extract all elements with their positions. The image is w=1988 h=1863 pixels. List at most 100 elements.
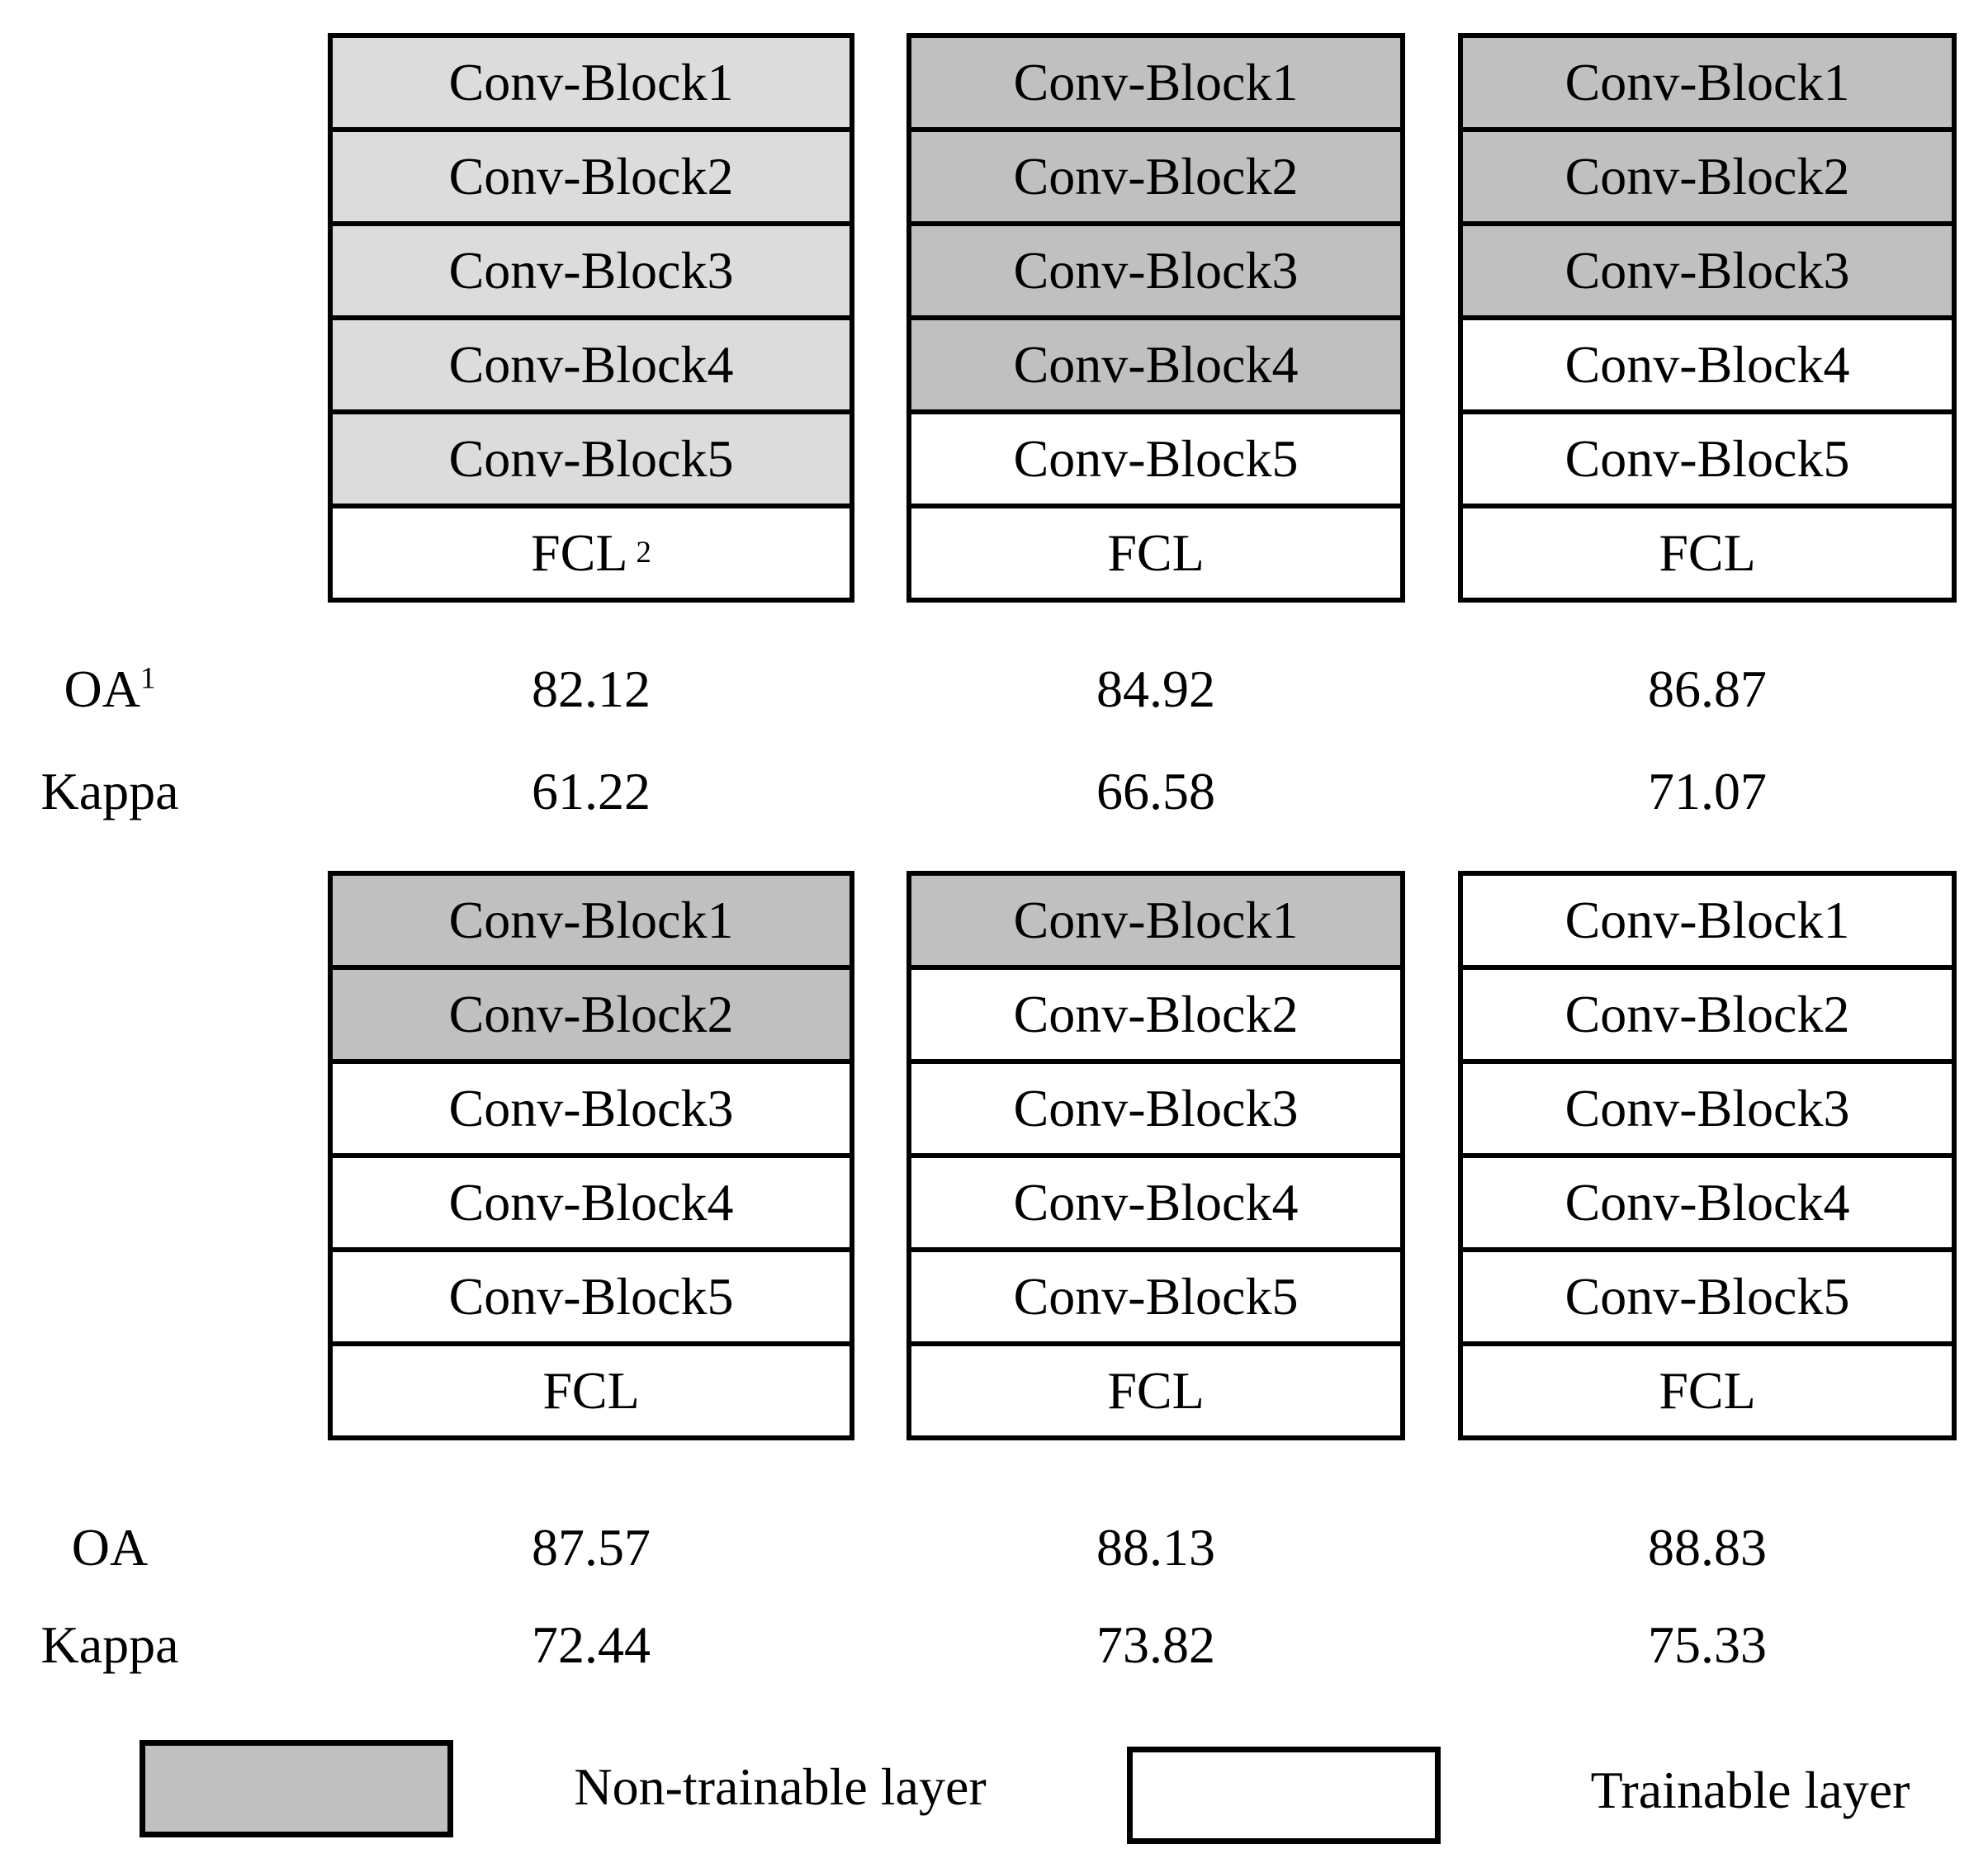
conv-block1-cell: Conv-Block1 <box>1458 871 1957 970</box>
conv-block5-cell: Conv-Block5 <box>1458 409 1957 508</box>
conv-block1-cell: Conv-Block1 <box>906 871 1405 970</box>
conv-block2-label: Conv-Block2 <box>448 985 734 1043</box>
conv-block3-label: Conv-Block3 <box>1013 241 1299 300</box>
oa-footnote-marker: 1 <box>140 661 156 696</box>
conv-block1-cell: Conv-Block1 <box>328 33 854 132</box>
stack-row1-col1: Conv-Block1 Conv-Block2 Conv-Block3 Conv… <box>328 33 854 603</box>
trainable-legend-label: Trainable layer <box>1590 1761 1910 1819</box>
stack-row2-col3: Conv-Block1 Conv-Block2 Conv-Block3 Conv… <box>1458 871 1957 1440</box>
conv-block3-label: Conv-Block3 <box>1013 1079 1299 1137</box>
conv-block4-cell: Conv-Block4 <box>328 315 854 414</box>
conv-block5-label: Conv-Block5 <box>1013 429 1299 488</box>
conv-block4-cell: Conv-Block4 <box>1458 1153 1957 1252</box>
oa-value: 86.87 <box>1648 660 1767 718</box>
fcl-cell: FCL <box>1458 504 1957 603</box>
conv-block3-cell: Conv-Block3 <box>328 1059 854 1158</box>
conv-block4-label: Conv-Block4 <box>448 335 734 394</box>
conv-block5-label: Conv-Block5 <box>1564 1267 1850 1326</box>
conv-block3-cell: Conv-Block3 <box>1458 221 1957 320</box>
conv-block4-label: Conv-Block4 <box>1013 335 1299 394</box>
conv-block5-cell: Conv-Block5 <box>906 1247 1405 1346</box>
conv-block4-cell: Conv-Block4 <box>328 1153 854 1252</box>
conv-block2-cell: Conv-Block2 <box>906 127 1405 226</box>
conv-block2-label: Conv-Block2 <box>1564 147 1850 206</box>
fcl-label: FCL <box>1659 523 1756 582</box>
conv-block5-label: Conv-Block5 <box>448 1267 734 1326</box>
conv-block3-label: Conv-Block3 <box>1564 1079 1850 1137</box>
conv-block3-label: Conv-Block3 <box>448 1079 734 1137</box>
conv-block3-label: Conv-Block3 <box>448 241 734 300</box>
conv-block5-label: Conv-Block5 <box>1564 429 1850 488</box>
stack-row2-col2: Conv-Block1 Conv-Block2 Conv-Block3 Conv… <box>906 871 1405 1440</box>
oa-label-text: OA <box>64 660 140 718</box>
conv-block1-label: Conv-Block1 <box>1013 53 1299 111</box>
conv-block5-cell: Conv-Block5 <box>328 409 854 508</box>
kappa-value: 75.33 <box>1648 1615 1767 1674</box>
conv-block3-cell: Conv-Block3 <box>328 221 854 320</box>
stack-row1-col3: Conv-Block1 Conv-Block2 Conv-Block3 Conv… <box>1458 33 1957 603</box>
kappa-value: 71.07 <box>1648 762 1767 820</box>
fcl-label: FCL <box>531 523 628 582</box>
conv-block2-label: Conv-Block2 <box>1013 985 1299 1043</box>
conv-block1-label: Conv-Block1 <box>1013 891 1299 949</box>
conv-block3-cell: Conv-Block3 <box>906 221 1405 320</box>
kappa-value: 66.58 <box>1096 762 1215 820</box>
stack-row2-col1: Conv-Block1 Conv-Block2 Conv-Block3 Conv… <box>328 871 854 1440</box>
fcl-label: FCL <box>1659 1361 1756 1420</box>
conv-block2-cell: Conv-Block2 <box>328 127 854 226</box>
stack-row1-col2: Conv-Block1 Conv-Block2 Conv-Block3 Conv… <box>906 33 1405 603</box>
conv-block1-cell: Conv-Block1 <box>328 871 854 970</box>
conv-block2-label: Conv-Block2 <box>448 147 734 206</box>
conv-block1-label: Conv-Block1 <box>448 53 734 111</box>
conv-block1-cell: Conv-Block1 <box>1458 33 1957 132</box>
oa-value: 88.83 <box>1648 1518 1767 1577</box>
conv-block1-label: Conv-Block1 <box>1564 891 1850 949</box>
oa-value: 84.92 <box>1096 660 1215 718</box>
fcl-label: FCL <box>1107 1361 1205 1420</box>
fcl-cell: FCL <box>906 504 1405 603</box>
conv-block1-label: Conv-Block1 <box>448 891 734 949</box>
conv-block4-cell: Conv-Block4 <box>906 1153 1405 1252</box>
conv-block1-cell: Conv-Block1 <box>906 33 1405 132</box>
conv-block2-cell: Conv-Block2 <box>1458 965 1957 1064</box>
conv-block1-label: Conv-Block1 <box>1564 53 1850 111</box>
conv-block2-label: Conv-Block2 <box>1564 985 1850 1043</box>
kappa-row-label: Kappa <box>40 1615 179 1674</box>
fcl-cell: FCL <box>328 1341 854 1440</box>
kappa-value: 72.44 <box>532 1615 651 1674</box>
trainable-swatch <box>1127 1747 1441 1844</box>
fcl-cell: FCL <box>1458 1341 1957 1440</box>
oa-value: 87.57 <box>532 1518 651 1577</box>
conv-block3-cell: Conv-Block3 <box>906 1059 1405 1158</box>
conv-block5-label: Conv-Block5 <box>1013 1267 1299 1326</box>
fcl-cell: FCL <box>906 1341 1405 1440</box>
kappa-row-label: Kappa <box>40 762 179 820</box>
fcl-label: FCL <box>1107 523 1205 582</box>
conv-block4-cell: Conv-Block4 <box>906 315 1405 414</box>
fcl-label: FCL <box>542 1361 640 1420</box>
conv-block5-cell: Conv-Block5 <box>328 1247 854 1346</box>
conv-block4-label: Conv-Block4 <box>1013 1173 1299 1232</box>
oa-row-label: OA1 <box>7 659 213 720</box>
conv-block4-label: Conv-Block4 <box>1564 335 1850 394</box>
kappa-value: 61.22 <box>532 762 651 820</box>
conv-block2-cell: Conv-Block2 <box>328 965 854 1064</box>
kappa-value: 73.82 <box>1096 1615 1215 1674</box>
non-trainable-swatch <box>140 1740 453 1837</box>
conv-block3-cell: Conv-Block3 <box>1458 1059 1957 1158</box>
oa-value: 88.13 <box>1096 1518 1215 1577</box>
conv-block2-cell: Conv-Block2 <box>906 965 1405 1064</box>
conv-block3-label: Conv-Block3 <box>1564 241 1850 300</box>
oa-value: 82.12 <box>532 660 651 718</box>
non-trainable-legend-label: Non-trainable layer <box>574 1757 987 1816</box>
conv-block4-label: Conv-Block4 <box>448 1173 734 1232</box>
oa-row-label: OA <box>71 1518 149 1577</box>
conv-block5-cell: Conv-Block5 <box>1458 1247 1957 1346</box>
conv-block4-cell: Conv-Block4 <box>1458 315 1957 414</box>
conv-block4-label: Conv-Block4 <box>1564 1173 1850 1232</box>
conv-block2-cell: Conv-Block2 <box>1458 127 1957 226</box>
conv-block5-label: Conv-Block5 <box>448 429 734 488</box>
conv-block5-cell: Conv-Block5 <box>906 409 1405 508</box>
